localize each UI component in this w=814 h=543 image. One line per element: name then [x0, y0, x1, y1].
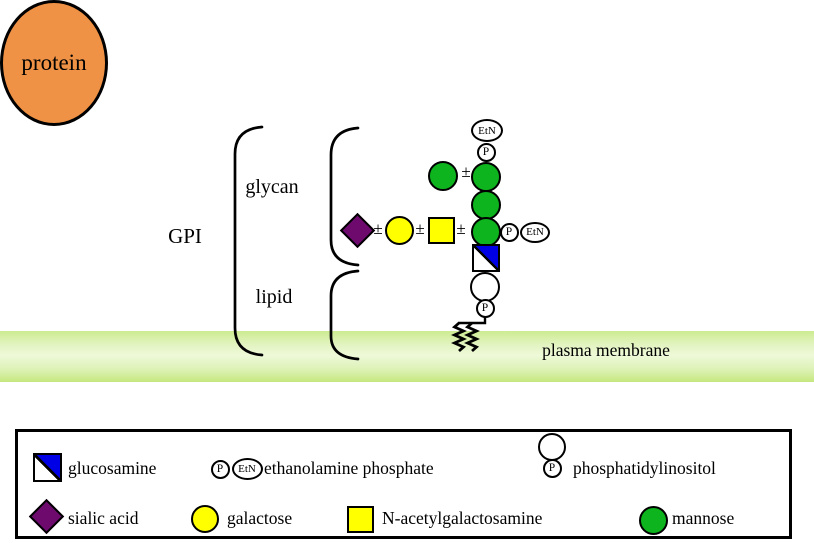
p-text: P: [482, 146, 490, 158]
lipid-bracket: [329, 269, 360, 361]
lipid-tail-2: [464, 321, 480, 353]
legend-sialic-acid-label: sialic acid: [68, 508, 139, 528]
ethanolamine-node: EtN: [471, 119, 503, 142]
plus-minus-3: ±: [456, 219, 466, 238]
legend-ethanolamine-p-icon: P: [210, 459, 230, 479]
plasma-membrane-label: plasma membrane: [542, 340, 670, 360]
glycan-bracket: [329, 126, 360, 267]
phosphate-node-side: P: [499, 222, 519, 242]
p-text: P: [505, 226, 513, 238]
legend-phosphatidylinositol-icon: [538, 433, 566, 461]
etn-text: EtN: [526, 226, 544, 238]
legend-ethanolamine-label: ethanolamine phosphate: [264, 458, 434, 478]
n-acetylgalactosamine-node: [427, 216, 455, 244]
mannose-2: [471, 190, 501, 220]
p-text: P: [548, 462, 556, 474]
mannose-3: [471, 217, 501, 247]
legend-glucosamine-icon: [33, 453, 62, 482]
legend-n-acetylgalactosamine-icon: [346, 505, 374, 533]
legend-ethanolamine-etn-icon: EtN: [231, 458, 263, 480]
p-text: P: [216, 463, 224, 475]
legend-phosphatidylinositol-p-icon: P: [542, 458, 562, 478]
phosphate-node-bottom: P: [475, 298, 495, 318]
inositol-node: [470, 272, 500, 302]
galactose-node: [384, 215, 414, 245]
legend-phosphatidylinositol-label: phosphatidylinositol: [573, 458, 716, 478]
phosphate-node-top: P: [476, 142, 496, 162]
etn-text: EtN: [238, 463, 256, 475]
p-text: P: [481, 302, 489, 314]
legend-glucosamine-label: glucosamine: [68, 458, 157, 478]
protein-ellipse: protein: [0, 0, 108, 126]
plasma-membrane-band: plasma membrane: [0, 331, 814, 382]
lipid-label: lipid: [255, 286, 293, 308]
legend-mannose-icon: [638, 505, 668, 535]
plus-minus-top-branch: ±: [461, 162, 471, 181]
glucosamine-node: [472, 244, 500, 272]
protein-label: protein: [21, 50, 87, 75]
legend-mannose-label: mannose: [672, 508, 735, 528]
gpi-label: GPI: [168, 224, 202, 248]
glycan-label: glycan: [245, 176, 299, 198]
etn-text: EtN: [478, 124, 496, 137]
gpi-bracket: [233, 125, 264, 357]
legend-galactose-label: galactose: [227, 508, 293, 528]
legend-galactose-icon: [191, 505, 219, 533]
plus-minus-1: ±: [373, 219, 383, 238]
lipid-tail-1: [451, 321, 467, 353]
plus-minus-2: ±: [415, 219, 425, 238]
mannose-1: [471, 162, 501, 192]
mannose-side: [428, 161, 458, 191]
ethanolamine-node-side: EtN: [520, 221, 550, 243]
legend-n-acetylgalactosamine-label: N-acetylgalactosamine: [382, 508, 543, 528]
